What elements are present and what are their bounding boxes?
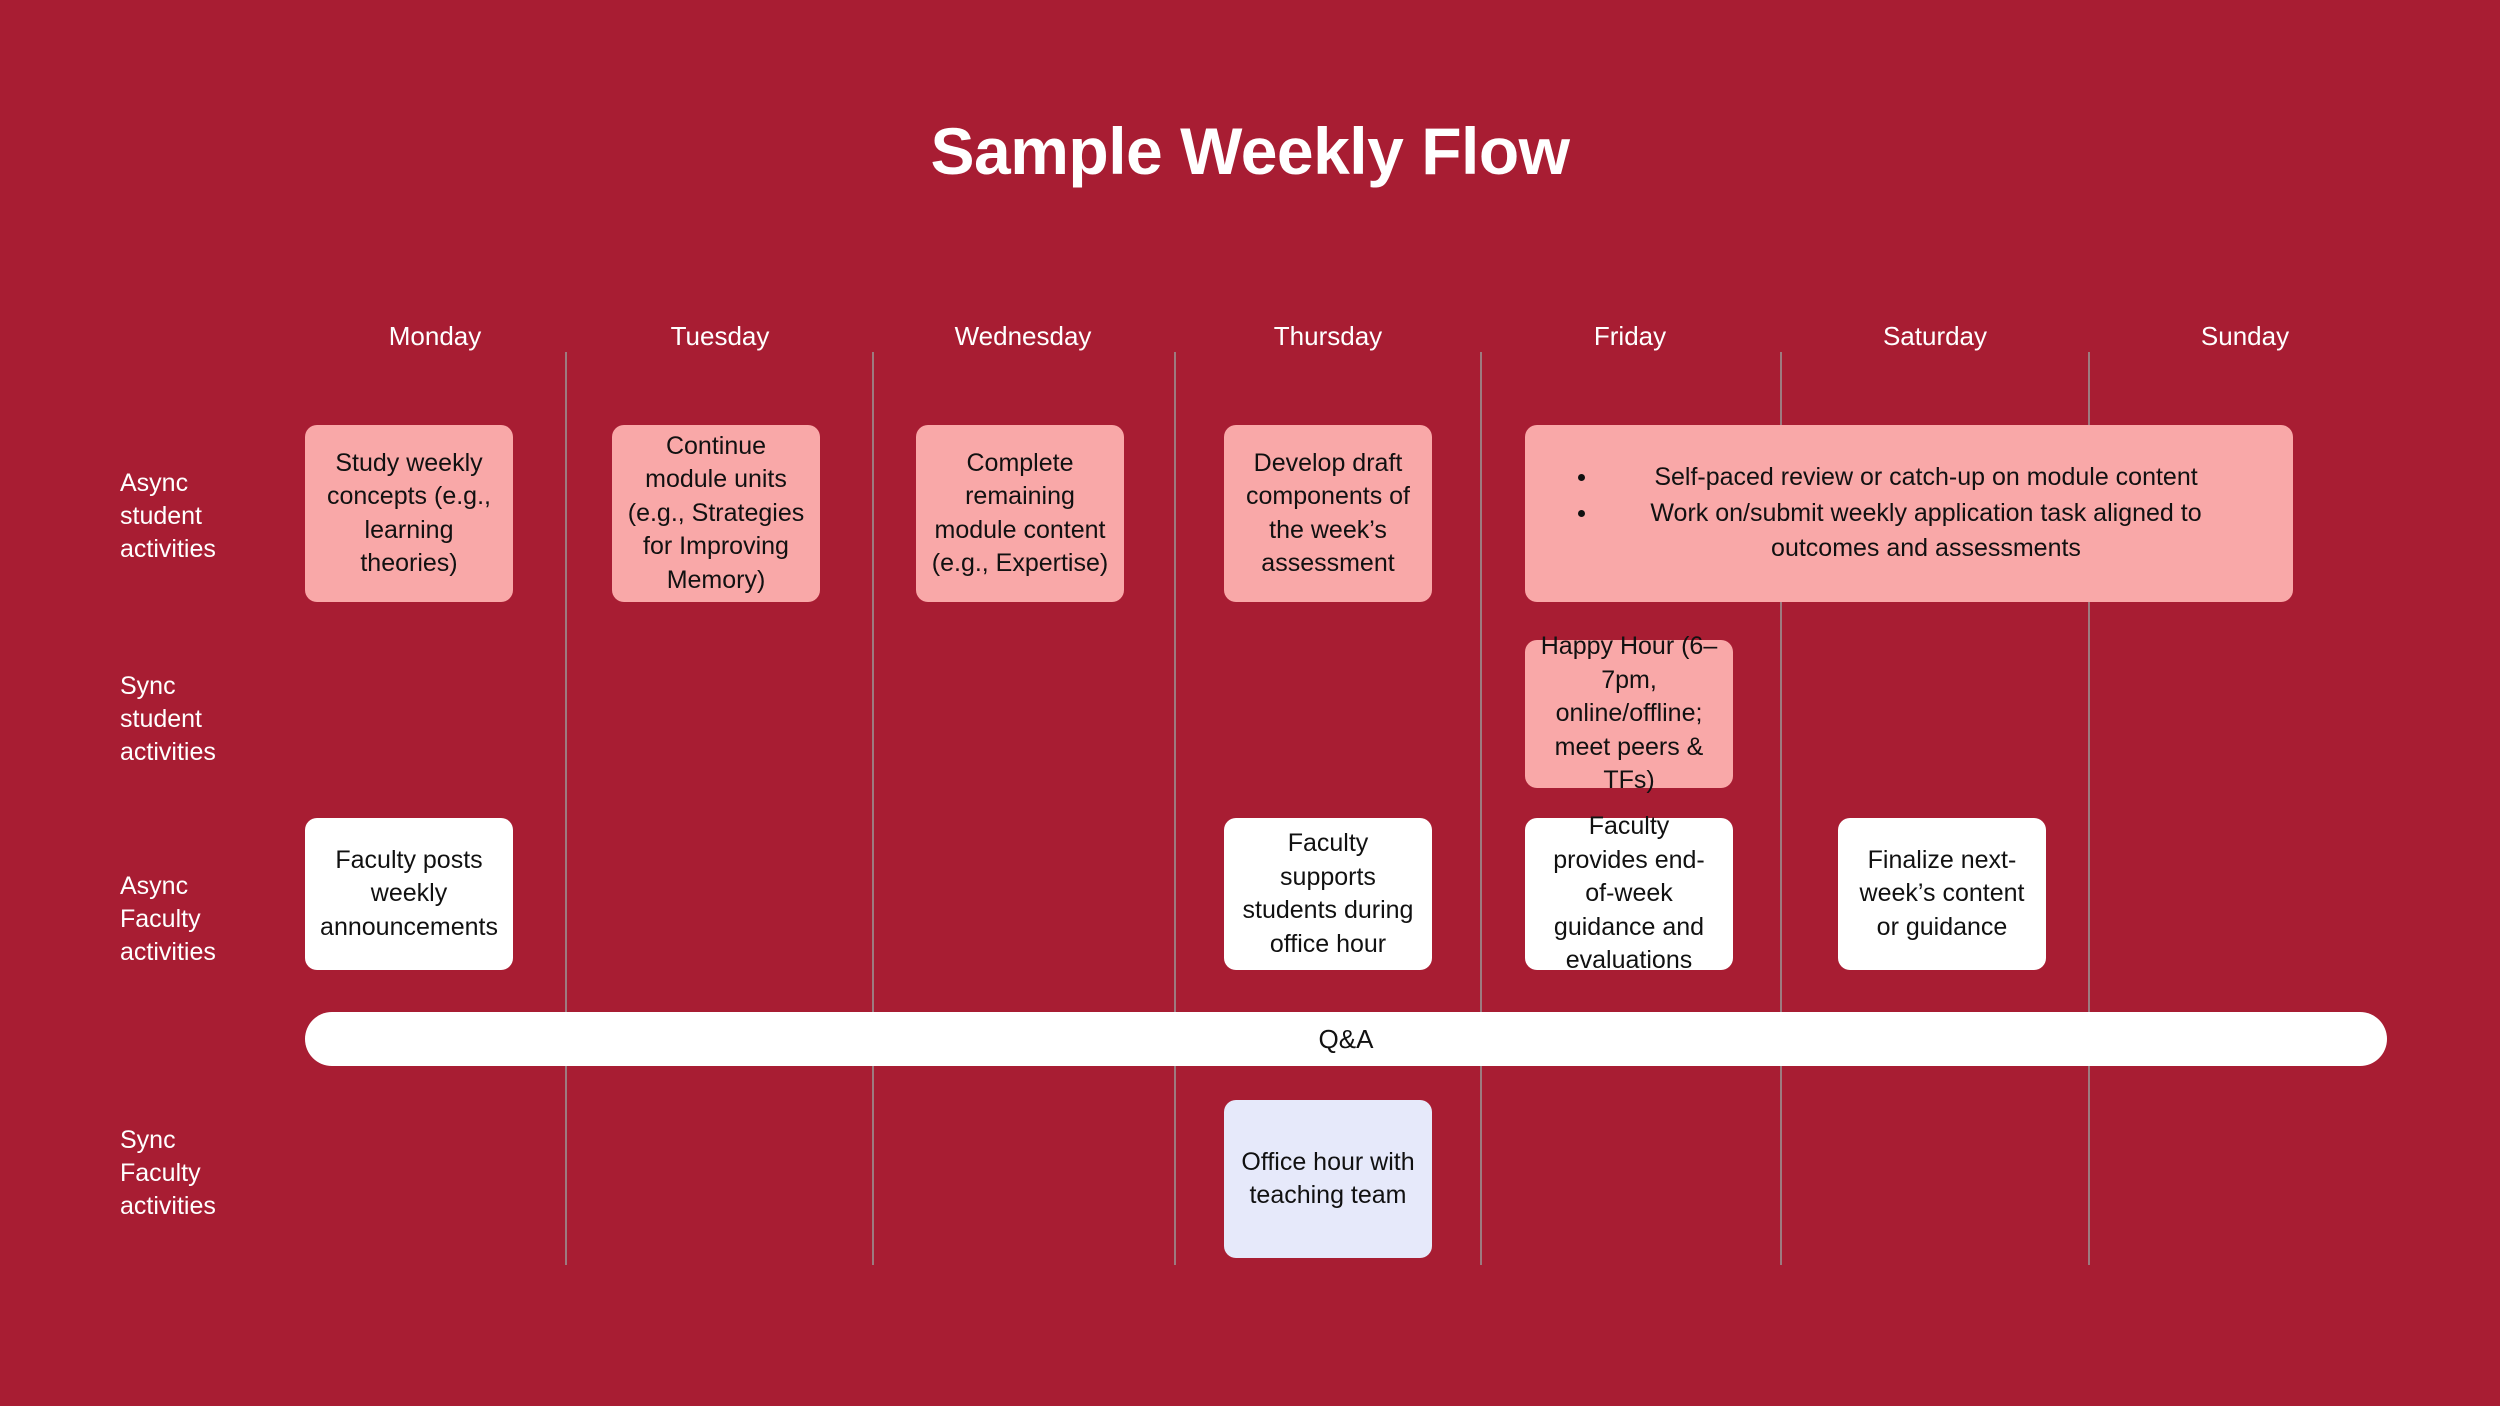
page-title: Sample Weekly Flow [930, 114, 1570, 188]
qa-bar[interactable]: Q&A [305, 1012, 2387, 1066]
card-bullet-list: Self-paced review or catch-up on module … [1565, 460, 2253, 567]
bullet-item: Self-paced review or catch-up on module … [1599, 460, 2253, 496]
card-async-student-monday[interactable]: Study weekly concepts (e.g., learning th… [305, 425, 513, 602]
card-async-student-weekend[interactable]: Self-paced review or catch-up on module … [1525, 425, 2293, 602]
card-async-student-tuesday[interactable]: Continue module units (e.g., Strategies … [612, 425, 820, 602]
card-async-faculty-monday[interactable]: Faculty posts weekly announcements [305, 818, 513, 970]
day-header-thursday: Thursday [1273, 321, 1383, 351]
card-async-student-thursday[interactable]: Develop draft components of the week’s a… [1224, 425, 1432, 602]
card-text: Faculty supports students during office … [1242, 829, 1414, 958]
column-divider-friday-saturday [1780, 352, 1782, 1265]
day-header-tuesday: Tuesday [670, 321, 770, 351]
card-async-faculty-friday[interactable]: Faculty provides end-of-week guidance an… [1525, 812, 1733, 974]
card-sync-faculty-thursday[interactable]: Office hour with teaching team [1224, 1100, 1432, 1258]
card-text: Happy Hour (6–7pm, online/offline; meet … [1540, 632, 1718, 795]
day-header-saturday: Saturday [1882, 321, 1988, 351]
column-divider-thursday-friday [1480, 352, 1482, 1265]
day-header-monday: Monday [388, 321, 482, 351]
card-async-student-wednesday[interactable]: Complete remaining module content (e.g.,… [916, 425, 1124, 602]
card-text: Faculty provides end-of-week guidance an… [1553, 812, 1705, 975]
card-text: Continue module units (e.g., Strategies … [627, 431, 805, 594]
card-async-faculty-saturday[interactable]: Finalize next-week’s content or guidance [1838, 818, 2046, 970]
day-header-sunday: Sunday [2200, 321, 2290, 351]
card-text: Faculty posts weekly announcements [320, 845, 498, 941]
card-text: Develop draft components of the week’s a… [1246, 448, 1410, 578]
column-divider-monday-tuesday [565, 352, 567, 1265]
column-divider-tuesday-wednesday [872, 352, 874, 1265]
card-text: Finalize next-week’s content or guidance [1859, 845, 2025, 941]
column-divider-wednesday-thursday [1174, 352, 1176, 1265]
bullet-item: Work on/submit weekly application task a… [1599, 496, 2253, 567]
card-text: Office hour with teaching team [1241, 1147, 1415, 1210]
day-header-friday: Friday [1593, 321, 1667, 351]
card-sync-student-friday[interactable]: Happy Hour (6–7pm, online/offline; meet … [1525, 632, 1733, 794]
card-async-faculty-thursday[interactable]: Faculty supports students during office … [1224, 818, 1432, 970]
column-divider-saturday-sunday [2088, 352, 2090, 1265]
card-text: Complete remaining module content (e.g.,… [931, 448, 1109, 578]
day-header-wednesday: Wednesday [954, 321, 1092, 351]
card-text: Study weekly concepts (e.g., learning th… [327, 448, 491, 578]
qa-bar-label: Q&A [1318, 1023, 1374, 1054]
